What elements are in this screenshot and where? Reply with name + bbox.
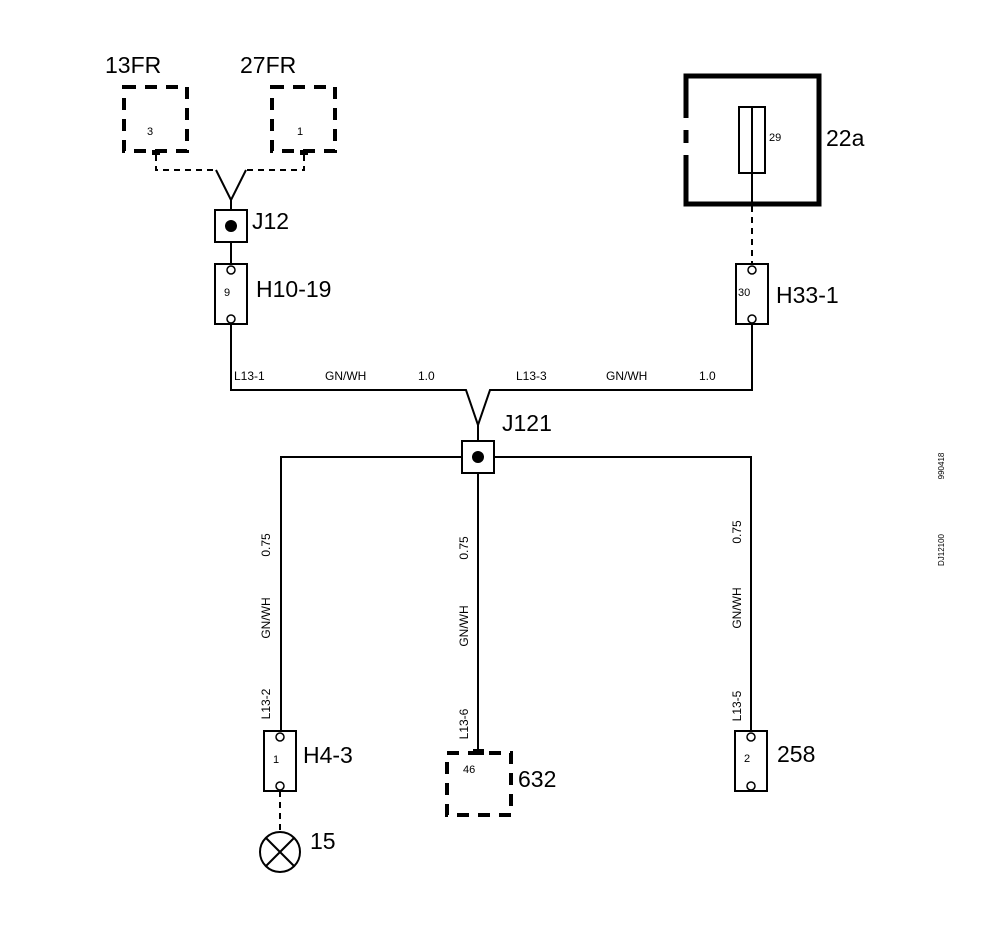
pin-stub-27fr [300,150,308,155]
pin-stub-13fr [152,150,160,155]
connector-h4-3-label: H4-3 [303,742,353,768]
connector-h4-3[interactable]: 1 H4-3 [263,730,353,792]
connector-h33-1-label: H33-1 [776,282,839,308]
wire-l13-5-id: L13-5 [730,690,744,721]
component-632-label: 632 [518,766,556,792]
wire-l13-6-id: L13-6 [457,708,471,739]
component-22a-label: 22a [826,125,865,151]
wire-l13-2-id: L13-2 [259,688,273,719]
wire-l13-5 [494,456,752,733]
splice-j12[interactable]: J12 [214,208,289,243]
component-27fr[interactable]: 27FR 1 [240,52,337,153]
wire-l13-3-color: GN/WH [606,369,647,383]
component-632-pin: 46 [463,764,475,776]
side-code-a: 990418 [937,452,946,479]
splice-j121-label: J121 [502,410,552,436]
connector-h10-19-label: H10-19 [256,276,331,302]
component-13fr-label: 13FR [105,52,161,78]
wire-l13-2-color: GN/WH [259,597,273,638]
connector-258-label: 258 [777,741,815,767]
wire-l13-1-size: 1.0 [418,369,435,383]
wire-l13-5-size: 0.75 [730,520,744,544]
component-13fr[interactable]: 13FR 3 [105,52,189,153]
splice-j12-label: J12 [252,208,289,234]
connector-h33-1[interactable]: 30 H33-1 [735,263,839,325]
wire-l13-3-id: L13-3 [516,369,547,383]
dashed-wire-27fr [244,155,305,171]
dashed-wire-13fr [155,155,218,171]
wire-l13-2-size: 0.75 [259,533,273,557]
side-code-b: DJ12100 [937,533,946,566]
wire-l13-1-id: L13-1 [234,369,265,383]
component-632[interactable]: 46 632 [445,751,556,817]
wire-top-bus [230,324,753,429]
component-15-label: 15 [310,828,336,854]
connector-h4-3-pin: 1 [273,754,279,766]
component-27fr-label: 27FR [240,52,296,78]
component-13fr-pin: 3 [147,126,153,138]
component-15[interactable]: 15 [259,828,336,873]
component-27fr-pin: 1 [297,126,303,138]
wire-l13-2 [280,456,462,733]
wire-l13-6-color: GN/WH [457,605,471,646]
connector-258-pin: 2 [744,753,750,765]
wire-l13-6-size: 0.75 [457,536,471,560]
connector-h10-19[interactable]: 9 H10-19 [214,263,331,325]
wire-merge-j12 [215,169,247,203]
wire-l13-5-color: GN/WH [730,587,744,628]
wire-l13-3-size: 1.0 [699,369,716,383]
wire-l13-1-color: GN/WH [325,369,366,383]
component-22a-pin: 29 [769,132,781,144]
connector-258[interactable]: 2 258 [734,730,815,792]
connector-h33-1-pin: 30 [738,287,750,299]
connector-h10-19-pin: 9 [224,287,230,299]
component-22a[interactable]: 29 22a [681,73,865,207]
